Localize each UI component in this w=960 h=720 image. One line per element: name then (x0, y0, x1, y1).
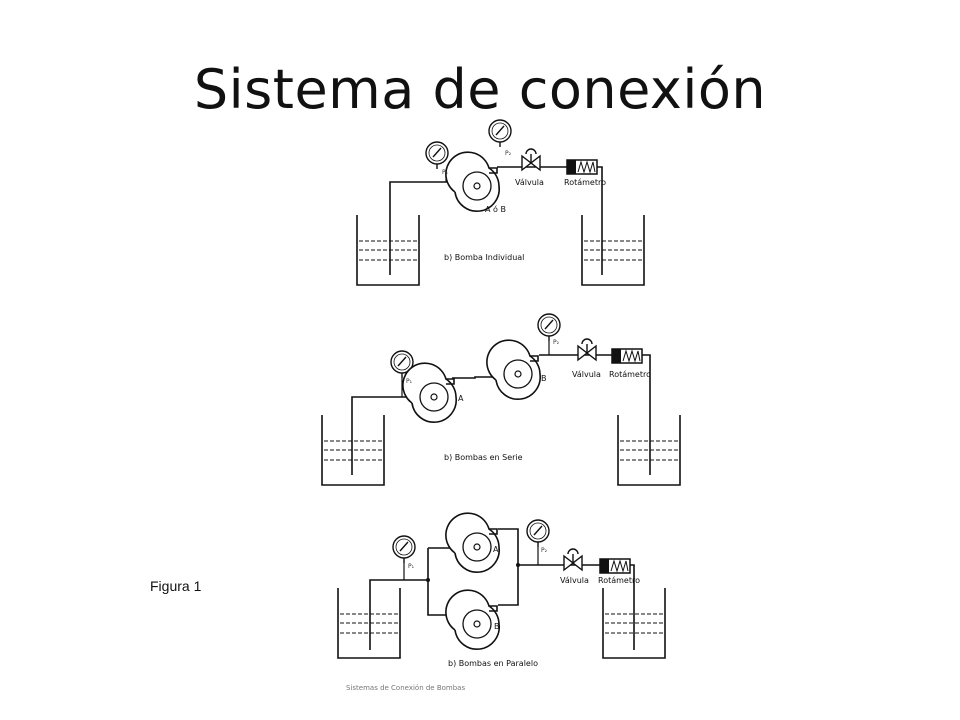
tank-icon (321, 414, 385, 486)
diagram-paralelo: P₁ P₂ Válvula Rotámetro A B b) Bombas en… (337, 512, 666, 668)
rotameter-icon (611, 348, 643, 364)
valve-icon (577, 338, 597, 361)
rotameter-label: Rotámetro (609, 370, 651, 379)
pump-icon (486, 339, 542, 401)
slide-footer: Sistemas de Conexión de Bombas (346, 684, 466, 692)
pump-label: A ó B (485, 204, 506, 214)
pressure-gauge-icon (488, 119, 512, 148)
figure-label: Figura 1 (150, 578, 202, 594)
valve-label: Válvula (572, 370, 601, 379)
pump-a-label: A (493, 545, 499, 554)
p1-label: P₁ (406, 378, 413, 385)
valve-icon (563, 548, 583, 571)
pressure-gauge-icon (526, 519, 550, 548)
rotameter-icon (566, 159, 598, 175)
tank-icon (356, 214, 420, 286)
pressure-gauge-icon (425, 141, 449, 170)
pressure-gauge-icon (392, 535, 416, 564)
diagram-individual: P₁ P₂ Válvula Rotámetro A ó B b) Bomba I… (356, 119, 645, 286)
tank-icon (337, 587, 401, 659)
tank-icon (581, 214, 645, 286)
pump-icon (445, 151, 501, 213)
p2-label: P₂ (553, 339, 560, 346)
pressure-gauge-icon (537, 313, 561, 342)
pump-icon (445, 589, 501, 651)
p1-label: P₁ (442, 169, 449, 176)
diagram-caption: b) Bombas en Serie (444, 453, 523, 462)
diagram-caption: b) Bomba Individual (444, 253, 524, 262)
pump-b-label: B (494, 622, 500, 631)
pump-icon (402, 362, 458, 424)
p1-label: P₁ (408, 563, 415, 570)
pump-icon (445, 512, 501, 574)
rotameter-icon (599, 558, 631, 574)
pump-b-label: B (541, 374, 547, 383)
tank-icon (617, 414, 681, 486)
rotameter-label: Rotámetro (564, 178, 606, 187)
slide-title: Sistema de conexión (193, 58, 767, 121)
pump-a-label: A (458, 394, 464, 403)
p2-label: P₂ (541, 547, 548, 554)
valve-label: Válvula (515, 178, 544, 187)
diagram-serie: P₁ P₂ Válvula Rotámetro A B b) Bombas en… (321, 313, 681, 486)
diagram-caption: b) Bombas en Paralelo (448, 659, 538, 668)
rotameter-label: Rotámetro (598, 576, 640, 585)
valve-label: Válvula (560, 576, 589, 585)
p2-label: P₂ (505, 150, 512, 157)
